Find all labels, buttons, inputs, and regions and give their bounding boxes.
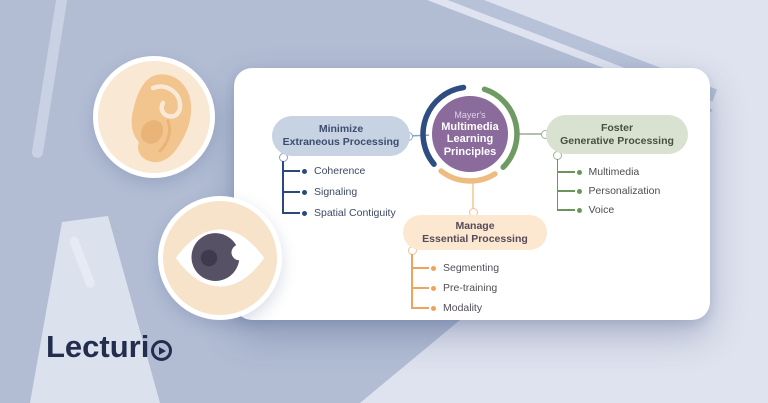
pill-foster-line1: Foster xyxy=(600,121,634,134)
logo-o-ring xyxy=(151,340,173,361)
pill-manage-line1: Manage xyxy=(455,219,495,232)
branch-pill-foster: Foster Generative Processing xyxy=(546,115,688,154)
list-item: Coherence xyxy=(282,164,365,178)
eye-illustration xyxy=(158,196,282,320)
bullet-dot xyxy=(302,210,307,216)
lecturio-logo: Lecturi xyxy=(46,329,173,364)
list-item: Multimedia xyxy=(556,165,639,179)
bullet-dot xyxy=(302,189,307,195)
list-item: Segmenting xyxy=(411,261,499,275)
tree-line xyxy=(282,161,284,213)
bullet-dot xyxy=(576,188,582,194)
bullet-dot xyxy=(576,207,582,213)
tree-line xyxy=(556,159,558,210)
pill-minimize-line2: Extraneous Processing xyxy=(282,136,400,148)
center-eyebrow: Mayer's xyxy=(454,109,486,120)
bullet-dot xyxy=(431,285,436,291)
branch-pill-manage: Manage Essential Processing xyxy=(403,215,547,250)
pill-foster-line2: Generative Processing xyxy=(560,134,674,147)
diagram-card: Mayer's Multimedia Learning Principles M… xyxy=(234,68,710,320)
list-item: Voice xyxy=(556,203,614,217)
center-topic-circle: Mayer's Multimedia Learning Principles xyxy=(429,93,511,175)
background-streak-top-left xyxy=(31,0,69,159)
tree-line xyxy=(411,254,413,308)
list-item: Modality xyxy=(411,301,482,315)
pill-minimize-line1: Minimize xyxy=(318,123,364,136)
list-item: Spatial Contiguity xyxy=(282,206,396,220)
ear-illustration xyxy=(93,56,215,178)
branch-pill-minimize: Minimize Extraneous Processing xyxy=(272,116,410,156)
connector-lines xyxy=(407,84,545,209)
play-icon xyxy=(159,346,167,355)
bullet-dot xyxy=(302,168,307,174)
list-item: Signaling xyxy=(282,185,357,199)
center-title-line3: Principles xyxy=(443,145,497,158)
pill-manage-line2: Essential Processing xyxy=(422,232,528,245)
ear-icon xyxy=(131,74,192,163)
bullet-dot xyxy=(431,265,436,271)
eye-icon xyxy=(175,229,265,287)
list-item: Personalization xyxy=(556,184,660,198)
list-item: Pre-training xyxy=(411,281,497,295)
bullet-dot xyxy=(431,305,436,311)
logo-text: Lecturi xyxy=(46,329,150,364)
bullet-dot xyxy=(576,169,582,175)
center-title-line2: Learning xyxy=(446,133,494,146)
center-title-line1: Multimedia xyxy=(441,120,499,133)
